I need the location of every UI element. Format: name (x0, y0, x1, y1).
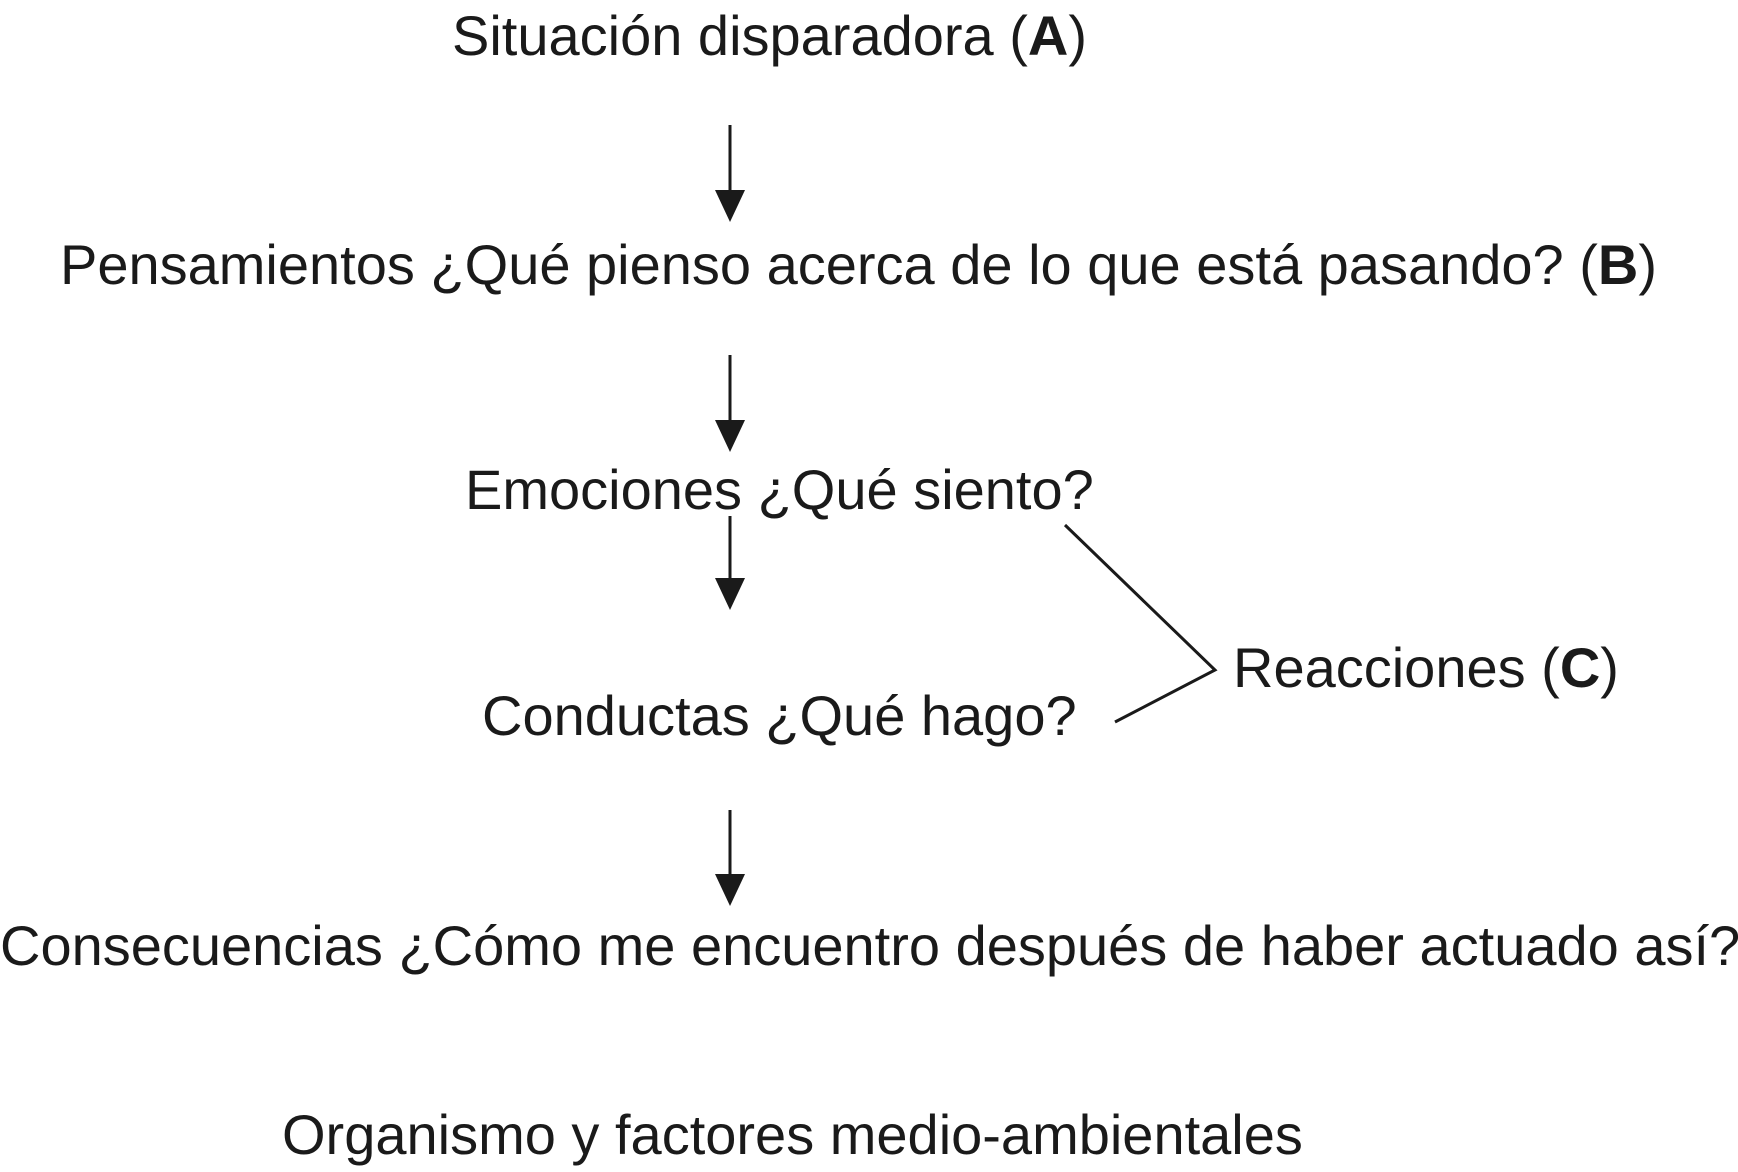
reactions-bracket (1063, 523, 1218, 724)
situation-label: Situación disparadora ( (452, 4, 1028, 67)
organism-label: Organismo y factores medio-ambientales (282, 1103, 1303, 1166)
consequences-label: Consecuencias ¿Cómo me encuentro después… (0, 914, 1738, 977)
behaviors-node: Conductas ¿Qué hago? (482, 688, 1077, 744)
arrowhead-b-to-emotions (715, 420, 745, 452)
reactions-letter: C (1559, 636, 1601, 699)
situation-close: ) (1068, 4, 1087, 67)
arrowhead-emotions-to-behaviors (715, 578, 745, 610)
organism-node: Organismo y factores medio-ambientales (282, 1107, 1303, 1163)
thoughts-node: Pensamientos ¿Qué pienso acerca de lo qu… (60, 237, 1657, 293)
behaviors-label: Conductas ¿Qué hago? (482, 684, 1077, 747)
situation-node: Situación disparadora (A) (452, 8, 1087, 64)
situation-letter: A (1027, 4, 1069, 67)
thoughts-label: Pensamientos ¿Qué pienso acerca de lo qu… (60, 233, 1598, 296)
thoughts-close: ) (1638, 233, 1657, 296)
reactions-close: ) (1600, 636, 1619, 699)
reactions-label: Reacciones ( (1233, 636, 1560, 699)
emotions-label: Emociones ¿Qué siento? (465, 458, 1094, 521)
emotions-node: Emociones ¿Qué siento? (465, 462, 1094, 518)
arrowhead-a-to-b (715, 190, 745, 222)
arrowhead-behaviors-to-consequences (715, 874, 745, 906)
consequences-node: Consecuencias ¿Cómo me encuentro después… (0, 918, 1738, 974)
thoughts-letter: B (1597, 233, 1639, 296)
reactions-node: Reacciones (C) (1233, 640, 1619, 696)
